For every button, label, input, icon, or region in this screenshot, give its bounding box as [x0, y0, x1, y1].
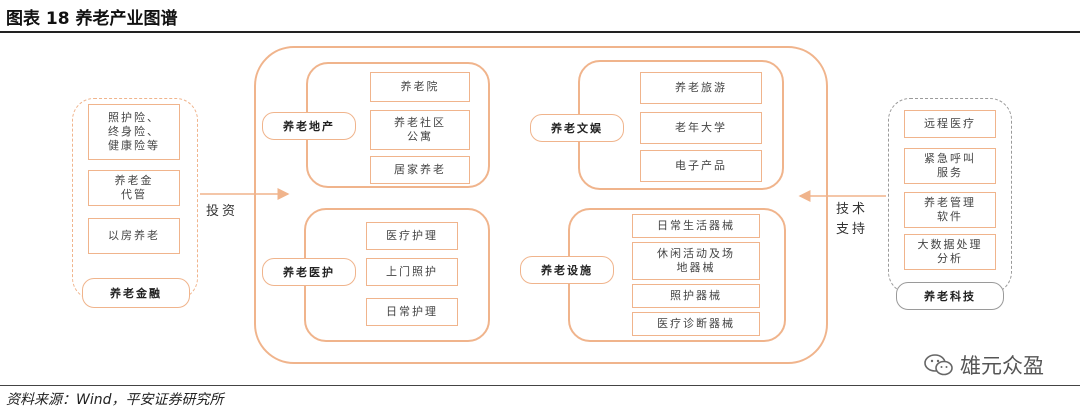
facilities-item-diagnostics: 医疗诊断器械	[632, 312, 760, 336]
tech-support-label: 技术 支持	[836, 202, 869, 237]
wechat-icon	[924, 354, 953, 376]
facilities-item-daily-living: 日常生活器械	[632, 214, 760, 238]
tech-item-big-data: 大数据处理 分析	[904, 234, 996, 270]
realestate-item-nursing-home: 养老院	[370, 72, 470, 102]
tech-label: 养老科技	[896, 282, 1004, 310]
finance-label: 养老金融	[82, 278, 190, 308]
facilities-item-care-devices: 照护器械	[632, 284, 760, 308]
bottom-rule	[0, 385, 1080, 386]
realestate-item-home-care: 居家养老	[370, 156, 470, 184]
medical-label: 养老医护	[262, 258, 356, 286]
medical-item-daily-care: 日常护理	[366, 298, 458, 326]
culture-item-travel: 养老旅游	[640, 72, 762, 104]
watermark-text: 雄元众盈	[960, 354, 1044, 378]
culture-item-electronics: 电子产品	[640, 150, 762, 182]
tech-item-emergency-call: 紧急呼叫 服务	[904, 148, 996, 184]
top-rule	[0, 31, 1080, 33]
core-industry-group	[254, 46, 828, 364]
tech-item-telemedicine: 远程医疗	[904, 110, 996, 138]
source-note: 资料来源：Wind，平安证券研究所	[6, 392, 224, 408]
medical-item-treatment: 医疗护理	[366, 222, 458, 250]
culture-label: 养老文娱	[530, 114, 624, 142]
realestate-item-community: 养老社区 公寓	[370, 110, 470, 150]
finance-item-reverse-mortgage: 以房养老	[88, 218, 180, 254]
culture-item-university: 老年大学	[640, 112, 762, 144]
medical-item-home-visit: 上门照护	[366, 258, 458, 286]
invest-label: 投资	[206, 204, 239, 219]
figure-title: 图表 18 养老产业图谱	[6, 9, 178, 29]
facilities-item-leisure: 休闲活动及场 地器械	[632, 242, 760, 280]
tech-item-management-software: 养老管理 软件	[904, 192, 996, 228]
finance-item-insurance: 照护险、 终身险、 健康险等	[88, 104, 180, 160]
facilities-label: 养老设施	[520, 256, 614, 284]
realestate-label: 养老地产	[262, 112, 356, 140]
watermark: 雄元众盈	[924, 350, 1044, 380]
finance-item-pension-custody: 养老金 代管	[88, 170, 180, 206]
